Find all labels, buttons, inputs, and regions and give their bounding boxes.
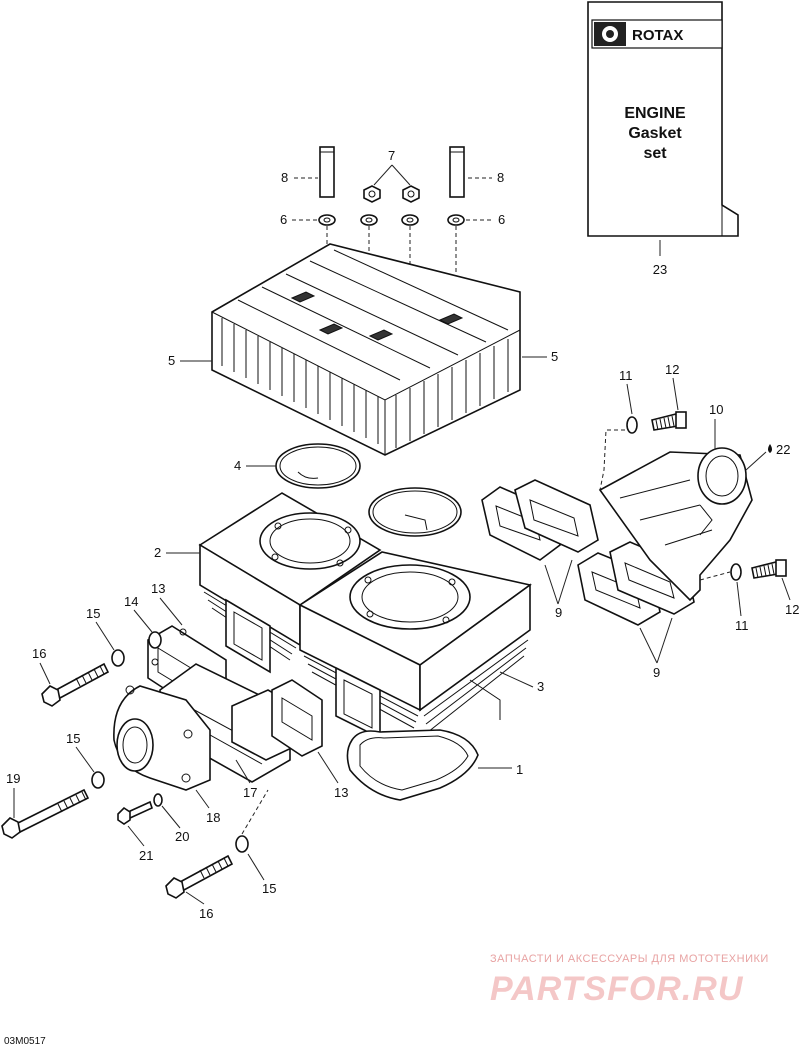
washer-20 (153, 793, 163, 807)
washer-14 (148, 631, 162, 649)
kit-title-line1: ENGINE (624, 105, 686, 122)
callout-9-lower: 9 (653, 665, 660, 680)
callout-11-upper: 11 (619, 368, 633, 383)
exhaust-gasket-lower (577, 541, 695, 626)
rotax-logo: ROTAX (591, 19, 723, 49)
stud-left (319, 146, 335, 198)
callout-22: 22 (776, 442, 790, 457)
exhaust-manifold (598, 447, 753, 602)
kit-title-line2: Gasket (628, 125, 682, 142)
callout-10: 10 (709, 402, 723, 417)
base-gasket (346, 729, 479, 801)
callout-6-left: 6 (280, 212, 287, 227)
screw-21 (117, 800, 153, 825)
callout-13-lower: 13 (334, 785, 348, 800)
callout-15-upper: 15 (86, 606, 100, 621)
callout-4: 4 (234, 458, 241, 473)
bolt-12-lower (751, 559, 787, 579)
bolt-16-lower (165, 854, 234, 899)
bolt-16-upper (41, 662, 110, 707)
callout-20: 20 (175, 829, 189, 844)
callout-14: 14 (124, 594, 138, 609)
callout-16-lower: 16 (199, 906, 213, 921)
callout-6-right: 6 (498, 212, 505, 227)
bolt-19 (1, 788, 90, 839)
gasket-kit-package: ROTAX ENGINE Gasket set (587, 1, 739, 237)
cylinder-left (198, 492, 382, 674)
kit-title-line3: set (643, 145, 667, 162)
callout-8-right: 8 (497, 170, 504, 185)
washer-15-upper (111, 649, 125, 667)
watermark-tagline: ЗАПЧАСТИ И АКСЕССУАРЫ ДЛЯ МОТОТЕХНИКИ (490, 953, 769, 965)
callout-2: 2 (154, 545, 161, 560)
washer-15-mid (91, 771, 105, 789)
callout-3: 3 (537, 679, 544, 694)
callout-17: 17 (243, 785, 257, 800)
intake-gasket-13-lower (271, 679, 323, 757)
callout-5-right: 5 (551, 349, 558, 364)
head-gasket-left (275, 443, 361, 489)
kit-brand-text: ROTAX (632, 27, 683, 44)
washer-11-upper (626, 416, 638, 434)
callout-13-upper: 13 (151, 581, 165, 596)
callout-5-left: 5 (168, 353, 175, 368)
callout-12-lower: 12 (785, 602, 799, 617)
callout-12-upper: 12 (665, 362, 679, 377)
callout-15-mid: 15 (66, 731, 80, 746)
bolt-12-upper (651, 411, 687, 431)
head-gasket-right (368, 487, 462, 537)
watermark-logo: PARTSFOR.RU (490, 970, 744, 1008)
callout-8-left: 8 (281, 170, 288, 185)
cylinder-head (211, 243, 521, 456)
callout-23: 23 (653, 262, 667, 277)
grease-drop-icon (768, 444, 772, 453)
figure-code: 03M0517 (4, 1036, 46, 1047)
exhaust-gasket-upper (481, 479, 599, 561)
stud-right (449, 146, 465, 198)
callout-9-upper: 9 (555, 605, 562, 620)
callout-1: 1 (516, 762, 523, 777)
washer-15-lower (235, 835, 249, 853)
callout-18: 18 (206, 810, 220, 825)
callout-21: 21 (139, 848, 153, 863)
callout-15-lower: 15 (262, 881, 276, 896)
washers-row (318, 214, 465, 226)
callout-19: 19 (6, 771, 20, 786)
callout-7: 7 (388, 148, 395, 163)
callout-11-lower: 11 (735, 618, 749, 633)
rotary-valve-cover (113, 685, 211, 791)
washer-11-lower (730, 563, 742, 581)
callout-16-upper: 16 (32, 646, 46, 661)
cylinder-right (298, 551, 532, 740)
nut-left (363, 185, 381, 203)
nut-right (402, 185, 420, 203)
